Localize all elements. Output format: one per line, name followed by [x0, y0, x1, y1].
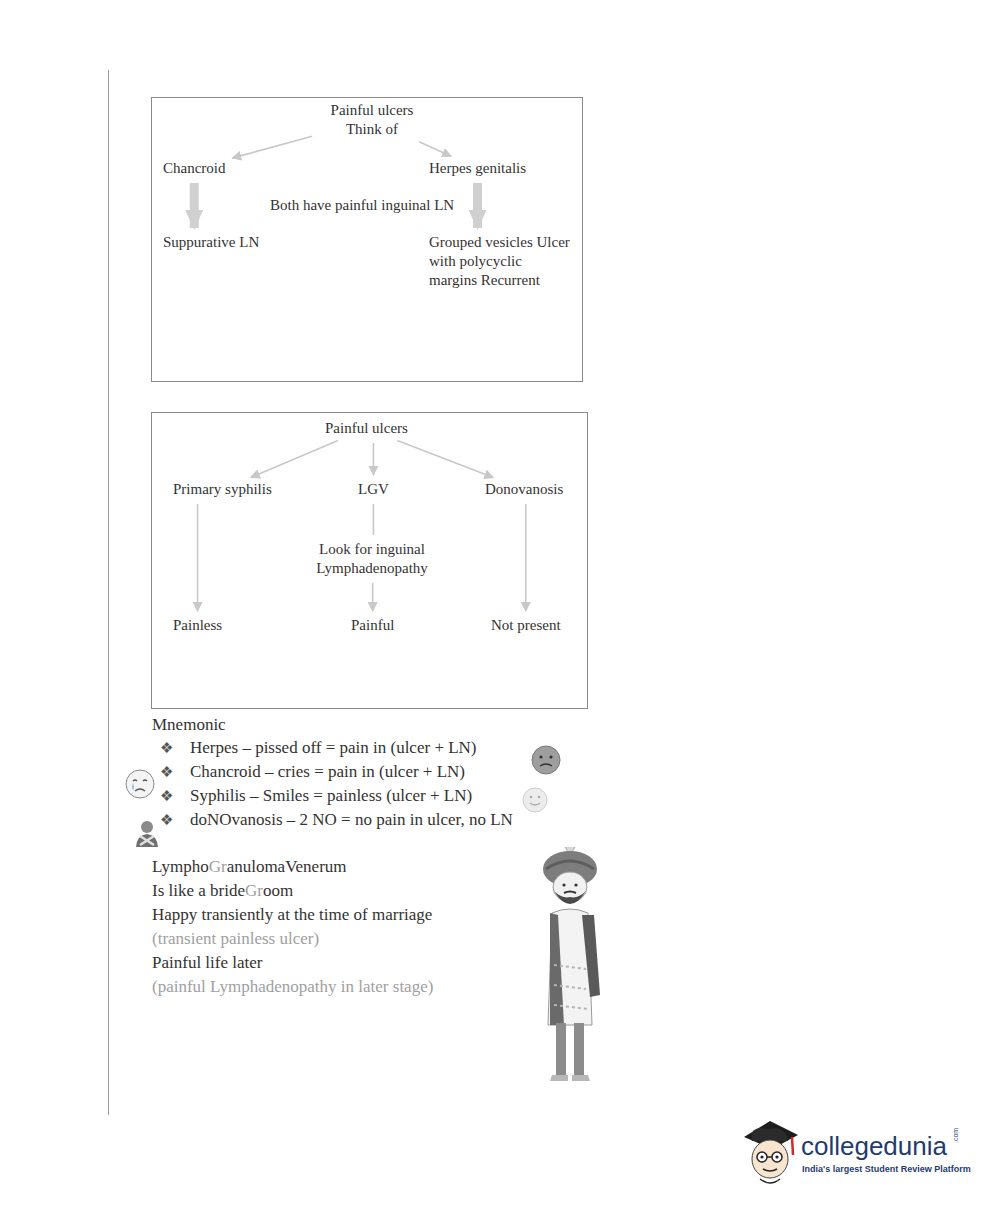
arrow-connector: [397, 440, 493, 477]
mnemonic-line-row: LymphoGranulomaVenerum: [152, 857, 347, 877]
logo-tagline: India's largest Student Review Platform: [802, 1164, 971, 1174]
outline-box: Painful ulcersPrimary syphilis LGV Donovan…: [151, 412, 588, 709]
mnemonic-line: Gr: [245, 881, 263, 900]
mnemonic-note-row: (transient painless ulcer): [152, 929, 319, 949]
node-text: Herpes genitalis: [429, 159, 526, 178]
mnemonic-line-row: doNOvanosis – 2 NO = no pain in ulcer, n…: [190, 810, 513, 830]
text-node: Painful ulcers: [322, 418, 411, 439]
node-text: Primary syphilis: [173, 480, 272, 499]
mnemonic-line-row: Is like a brideGroom: [152, 881, 293, 901]
section-heading-row: Mnemonic: [152, 715, 226, 735]
node-text: Grouped vesicles Ulcer with polycyclic m…: [429, 233, 571, 290]
text-node: Look for inguinal Lymphadenopathy: [304, 539, 440, 579]
node-text: Painful ulcers: [325, 419, 408, 438]
bullet-row: ❖: [160, 739, 173, 757]
logo-tagline-row: India's largest Student Review Platform: [802, 1164, 971, 1175]
bullet-row: ❖: [160, 763, 173, 781]
text-node: Not present: [488, 615, 564, 636]
bullet-row: ❖: [160, 811, 173, 829]
logo-suffix-row: .com: [952, 1128, 960, 1143]
node-text: Painless: [173, 616, 222, 635]
text-node: Suppurative LN: [160, 232, 262, 253]
margin-rule: [0, 0, 120, 1224]
crying-face-icon: [124, 768, 156, 800]
arrow-connector: [372, 583, 374, 611]
mnemonic-line-row: Herpes – pissed off = pain in (ulcer + L…: [190, 738, 477, 758]
mnemonic-line: anulomaVenerum: [227, 857, 347, 876]
sad-face-icon: [530, 744, 562, 776]
arrow-connector: [373, 504, 375, 535]
logo-wordmark: collegedunia: [801, 1131, 947, 1161]
text-node: Both have painful inguinal LN: [267, 195, 457, 216]
text-node: Primary syphilis: [170, 479, 275, 500]
arrow-connector: [419, 142, 451, 157]
bullet: ❖: [160, 764, 173, 780]
mnemonic-line: Happy transiently at the time of marriag…: [152, 905, 432, 924]
node-text: LGV: [358, 480, 389, 499]
node-text: Donovanosis: [485, 480, 563, 499]
block-arrow: [190, 183, 199, 228]
text-node: Chancroid: [160, 158, 228, 179]
node-text: Not present: [491, 616, 561, 635]
text-node: Donovanosis: [482, 479, 566, 500]
logo-suffix: .com: [952, 1128, 959, 1143]
text-node: LGV: [355, 479, 392, 500]
arrow-connector: [232, 136, 312, 158]
smiling-face-icon: [521, 786, 549, 814]
section-heading: Mnemonic: [152, 715, 226, 734]
mnemonic-line: Lympho: [152, 857, 209, 876]
mnemonic-line: doNOvanosis – 2 NO = no pain in ulcer, n…: [190, 810, 513, 829]
groom-illustration: [520, 845, 620, 1085]
text-node: Painful ulcers Think of: [316, 100, 428, 140]
mnemonic-line: Syphilis – Smiles = painless (ulcer + LN…: [190, 786, 472, 805]
bullet: ❖: [160, 788, 173, 804]
text-node: Herpes genitalis: [426, 158, 529, 179]
logo-mascot: [740, 1115, 802, 1190]
logo-wordmark-row: collegedunia: [801, 1129, 947, 1163]
block-arrow: [473, 183, 482, 228]
no-gesture-icon: [133, 818, 161, 848]
mnemonic-line-row: Chancroid – cries = pain in (ulcer + LN): [190, 762, 465, 782]
node-text: Painful: [351, 616, 394, 635]
text-node: Grouped vesicles Ulcer with polycyclic m…: [426, 232, 574, 291]
mnemonic-line-row: Happy transiently at the time of marriag…: [152, 905, 432, 925]
text-node: Painful: [348, 615, 397, 636]
outline-box: Painful ulcers Think of Chancroid Herpes g…: [151, 97, 583, 382]
node-text: Painful ulcers Think of: [319, 101, 425, 139]
arrow-connector: [197, 504, 199, 611]
mnemonic-note: (painful Lymphadenopathy in later stage): [152, 977, 433, 996]
node-text: Both have painful inguinal LN: [270, 196, 454, 215]
mnemonic-note: (transient painless ulcer): [152, 929, 319, 948]
node-text: Suppurative LN: [163, 233, 259, 252]
mnemonic-line: Painful life later: [152, 953, 262, 972]
node-text: Look for inguinal Lymphadenopathy: [307, 540, 437, 578]
text-node: Painless: [170, 615, 225, 636]
mnemonic-line: Is like a bride: [152, 881, 245, 900]
mnemonic-line: Herpes – pissed off = pain in (ulcer + L…: [190, 738, 477, 757]
bullet: ❖: [160, 740, 173, 756]
mnemonic-line: oom: [263, 881, 293, 900]
bullet-row: ❖: [160, 787, 173, 805]
arrow-connector: [251, 441, 338, 478]
mnemonic-note-row: (painful Lymphadenopathy in later stage): [152, 977, 433, 997]
arrow-connector: [525, 504, 527, 611]
node-text: Chancroid: [163, 159, 225, 178]
mnemonic-line-row: Syphilis – Smiles = painless (ulcer + LN…: [190, 786, 472, 806]
bullet: ❖: [160, 812, 173, 828]
mnemonic-line-row: Painful life later: [152, 953, 262, 973]
arrow-connector: [373, 443, 375, 475]
mnemonic-line: Chancroid – cries = pain in (ulcer + LN): [190, 762, 465, 781]
mnemonic-line: Gr: [209, 857, 227, 876]
